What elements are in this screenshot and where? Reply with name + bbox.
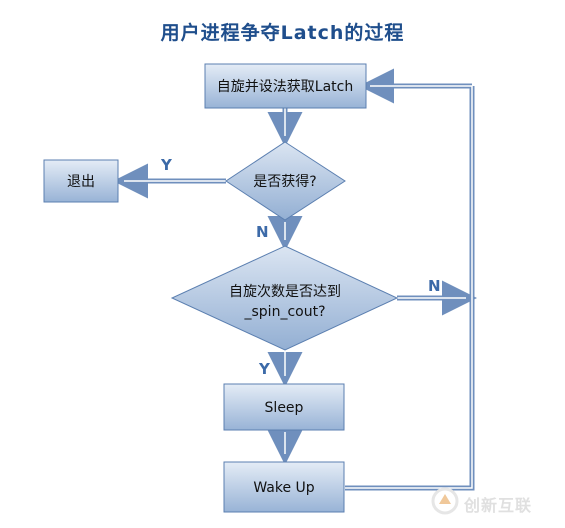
exit-box [43, 159, 119, 203]
diagram-title: 用户进程争夺Latch的过程 [160, 22, 405, 44]
exit-label: 退出 [67, 174, 95, 190]
spin-label-line2: _spin_cout? [244, 304, 326, 320]
label-spin-no: N [428, 277, 441, 295]
acquire-box [204, 63, 367, 109]
sleep-box [223, 383, 345, 431]
label-obtained-yes: Y [160, 156, 173, 174]
sleep-label: Sleep [265, 400, 304, 416]
wakeup-label: Wake Up [253, 480, 314, 496]
acquire-label: 自旋并设法获取Latch [217, 79, 353, 95]
obtained-label: 是否获得? [253, 173, 316, 190]
watermark-logo-icon [431, 487, 459, 515]
spin-label-line1: 自旋次数是否达到 [229, 284, 341, 300]
spin-decision [170, 245, 399, 351]
label-spin-yes: Y [258, 360, 271, 378]
connector-highlights [124, 85, 473, 489]
watermark-text: 创新互联 [464, 496, 533, 515]
watermark: 创新互联 [430, 484, 560, 520]
label-obtained-no: N [256, 223, 269, 241]
obtained-decision [225, 141, 346, 221]
wakeup-box [223, 461, 345, 513]
